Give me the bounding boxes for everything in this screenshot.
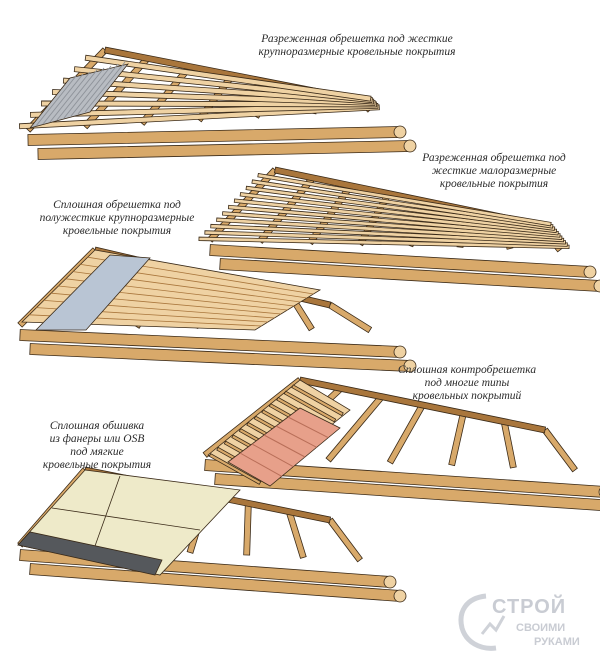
corrugation-line — [84, 61, 126, 113]
corrugation-line — [77, 63, 119, 115]
ridge-beam — [298, 376, 547, 434]
logo-line2: РУКАМИ — [534, 636, 580, 648]
roof-panel — [35, 254, 151, 331]
tile-row — [263, 434, 306, 458]
batten — [52, 89, 376, 106]
rafter — [448, 412, 467, 467]
rafter — [386, 402, 426, 465]
roof-sparse-rigid-small — [198, 166, 600, 293]
batten — [73, 66, 373, 104]
roof-sparse-rigid-large — [18, 46, 417, 160]
tile-row — [275, 425, 317, 448]
corrugation-line — [35, 75, 77, 127]
batten — [257, 172, 552, 227]
caption-sparse-rigid-large: Разреженная обрешетка под жесткие крупно… — [258, 33, 456, 58]
log-end — [583, 265, 597, 279]
caption-solid-counter: Сплошная контробрешетка под многие типы … — [397, 364, 537, 402]
batten — [84, 54, 372, 102]
logo-mark-icon — [458, 593, 506, 651]
counter-batten — [283, 390, 337, 423]
log-end — [403, 139, 417, 153]
log-end — [593, 279, 600, 293]
counter-batten — [208, 453, 262, 485]
corrugation-line — [63, 67, 105, 119]
rafter — [542, 427, 578, 473]
rafter — [327, 517, 363, 563]
roof-solid-osb-sheathing — [17, 466, 407, 603]
corrugation-line — [49, 71, 91, 123]
log-end — [393, 345, 407, 359]
batten — [216, 217, 565, 243]
roof-solid-semirigid-large — [17, 246, 417, 373]
batten — [233, 198, 559, 236]
rafter — [327, 301, 373, 334]
rafter — [500, 420, 517, 469]
log-end — [383, 575, 397, 589]
batten — [210, 223, 566, 245]
batten — [251, 179, 554, 229]
corrugation-line — [42, 73, 84, 125]
site-logo: СТРОЙ СВОИМИ РУКАМИ — [452, 590, 594, 656]
log-end — [393, 125, 407, 139]
batten — [204, 230, 568, 247]
wall-log — [219, 258, 600, 292]
tile-row — [251, 443, 294, 468]
slate-sheet — [28, 63, 130, 129]
wall-log — [204, 459, 600, 498]
rafter — [243, 502, 252, 556]
batten — [222, 211, 563, 240]
caption-sparse-rigid-small: Разреженная обрешетка под жесткие малора… — [422, 152, 566, 190]
logo-line1: СВОИМИ — [516, 622, 566, 634]
counter-batten — [291, 384, 344, 417]
batten — [198, 236, 570, 250]
tile-row — [287, 416, 329, 439]
logo-word: СТРОЙ — [492, 596, 567, 618]
caption-solid-semirigid-large: Сплошная обрешетка под полужесткие крупн… — [39, 199, 195, 237]
corrugation-line — [70, 65, 112, 117]
log-end — [403, 359, 417, 373]
sheet-seam — [51, 507, 201, 531]
batten — [239, 192, 558, 234]
batten — [62, 77, 375, 105]
batten — [227, 204, 561, 238]
log-end — [393, 589, 407, 603]
wall-log — [214, 473, 600, 511]
tile-row — [239, 452, 282, 477]
caption-solid-sheathing: Сплошная обшивка из фанеры или OSB под м… — [42, 420, 152, 471]
roof-solid-counter-battens — [202, 376, 600, 511]
soft-shingles — [17, 531, 163, 576]
batten — [245, 185, 556, 231]
corrugation-line — [56, 69, 98, 121]
